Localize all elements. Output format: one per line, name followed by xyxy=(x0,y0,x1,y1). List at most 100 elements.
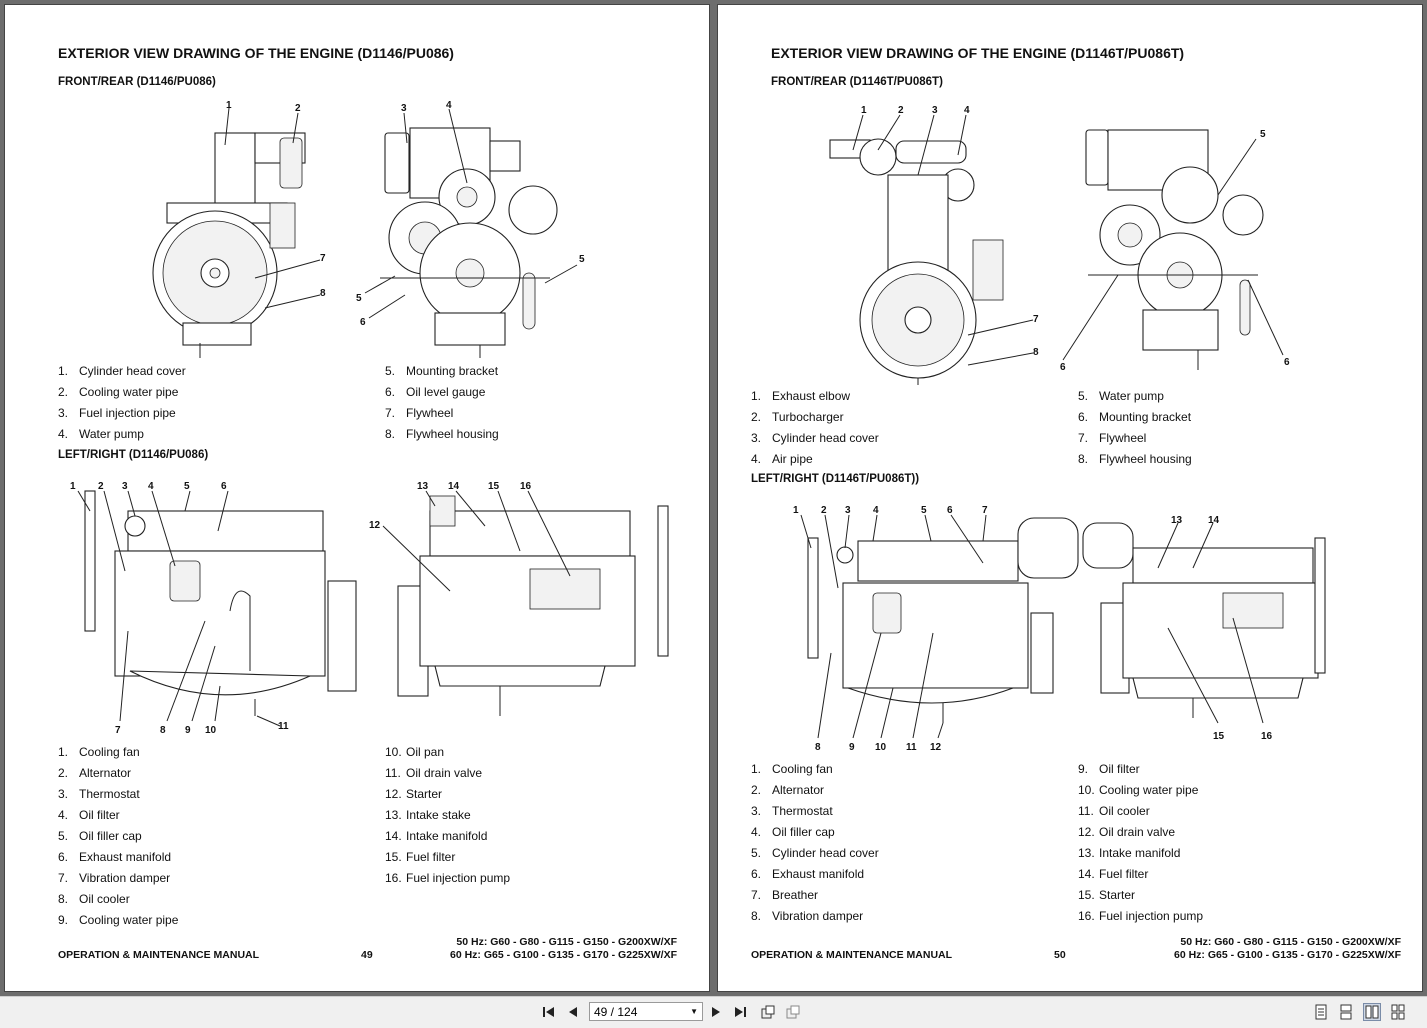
facing-icon[interactable] xyxy=(1363,1003,1381,1021)
legend-number: 16. xyxy=(1078,909,1095,924)
legend-text: Cooling water pipe xyxy=(1099,782,1199,797)
legend-item: 13.Intake stake xyxy=(385,804,510,825)
first-page-icon[interactable] xyxy=(540,1003,558,1021)
legend-number: 8. xyxy=(751,909,762,924)
callout-label: 1 xyxy=(861,105,867,116)
legend-text: Exhaust manifold xyxy=(79,850,172,865)
footer-models: 50 Hz: G60 - G80 - G115 - G150 - G200XW/… xyxy=(1174,936,1401,962)
legend-number: 13. xyxy=(1078,845,1095,860)
page-50: EXTERIOR VIEW DRAWING OF THE ENGINE (D11… xyxy=(717,4,1423,992)
legend-item: 7. Breather xyxy=(751,885,879,906)
legend-item: 15.Fuel filter xyxy=(385,846,510,867)
legend-number: 3. xyxy=(751,803,762,818)
next-page-icon[interactable] xyxy=(707,1003,725,1021)
legend-text: Oil filter xyxy=(79,807,120,822)
legend-item: 3.Thermostat xyxy=(58,783,178,804)
legend-text: Starter xyxy=(1099,888,1136,903)
legend-number: 12. xyxy=(1078,824,1095,839)
legend-text: Cylinder head cover xyxy=(772,845,879,860)
legend-text: Flywheel xyxy=(1099,430,1147,445)
legend-number: 6. xyxy=(751,867,762,882)
callout-label: 4 xyxy=(148,481,154,492)
legend-item: 2.Turbocharger xyxy=(751,406,879,427)
legend-number: 1. xyxy=(751,388,762,403)
models-60hz: 60 Hz: G65 - G100 - G135 - G170 - G225XW… xyxy=(1173,949,1401,961)
legend-item: 6.Exhaust manifold xyxy=(751,863,879,884)
page-input[interactable] xyxy=(590,1003,676,1020)
legend-number: 4. xyxy=(751,824,762,839)
legend-item: 6.Exhaust manifold xyxy=(58,846,178,867)
legend-item: 1.Cooling fan xyxy=(751,758,879,779)
legend-number: 1. xyxy=(58,744,69,759)
legend-text: Breather xyxy=(772,888,819,903)
legend-item: 7. Vibration damper xyxy=(58,868,178,889)
legend-list: 10.Oil pan 11.Oil drain valve 12.Starter… xyxy=(385,741,510,889)
callout-label: 5 xyxy=(184,481,190,492)
page-49: EXTERIOR VIEW DRAWING OF THE ENGINE (D11… xyxy=(4,4,710,992)
legend-item: 8. Vibration damper xyxy=(751,906,879,927)
single-page-icon[interactable] xyxy=(1312,1003,1330,1021)
callout-label: 6 xyxy=(360,317,366,328)
engine-right-view xyxy=(1082,522,1326,718)
continuous-icon[interactable] xyxy=(1337,1003,1355,1021)
legend-text: Thermostat xyxy=(79,786,140,801)
legend-item: 1.Exhaust elbow xyxy=(751,385,879,406)
engine-left-view xyxy=(84,490,357,716)
legend-text: Vibration damper xyxy=(772,909,864,924)
legend-item: 7.Flywheel xyxy=(385,402,499,423)
legend-text: Oil drain valve xyxy=(406,765,483,780)
continuous-facing-icon[interactable] xyxy=(1389,1003,1407,1021)
section-heading-left-right: LEFT/RIGHT (D1146/PU086) xyxy=(58,449,209,461)
last-page-icon[interactable] xyxy=(731,1003,749,1021)
legend-text: Cooling water pipe xyxy=(79,913,179,928)
legend-item: 12.Oil drain valve xyxy=(1078,821,1203,842)
legend-number: 11. xyxy=(385,765,401,780)
callout-label: 10 xyxy=(875,742,887,753)
legend-number: 6. xyxy=(385,384,396,399)
callout-label: 1 xyxy=(793,505,799,516)
legend-number: 5. xyxy=(58,828,69,843)
legend-item: 6.Oil level gauge xyxy=(385,381,499,402)
engine-front-rear-drawing: 1 2 3 4 5 6 6 7 8 xyxy=(818,95,1318,385)
callout-label: 10 xyxy=(205,725,217,733)
rotate-icon[interactable] xyxy=(759,1003,777,1021)
legend-text: Cooling water pipe xyxy=(79,384,179,399)
legend-text: Fuel injection pipe xyxy=(79,405,176,420)
section-heading-left-right: LEFT/RIGHT (D1146T/PU086T)) xyxy=(751,473,920,485)
legend-number: 16. xyxy=(385,871,402,886)
legend-item: 8.Oil cooler xyxy=(58,889,178,910)
legend-item: 4.Oil filter xyxy=(58,804,178,825)
callout-label: 8 xyxy=(1033,347,1039,358)
legend-text: Turbocharger xyxy=(772,409,844,424)
callout-label: 5 xyxy=(1260,129,1266,140)
legend-text: Intake stake xyxy=(406,807,471,822)
legend-text: Water pump xyxy=(1099,388,1164,403)
legend-number: 7. xyxy=(751,888,762,903)
legend-text: Cylinder head cover xyxy=(772,430,879,445)
legend-number: 9. xyxy=(58,913,69,928)
legend-text: Vibration damper xyxy=(79,871,171,886)
callout-label: 5 xyxy=(921,505,927,516)
copy-icon[interactable] xyxy=(784,1003,802,1021)
callout-label: 9 xyxy=(185,725,191,733)
callout-label: 11 xyxy=(906,742,917,753)
chevron-down-icon[interactable]: ▼ xyxy=(690,1007,698,1016)
legend-number: 10. xyxy=(385,744,402,759)
callout-label: 6 xyxy=(947,505,953,516)
legend-text: Alternator xyxy=(772,782,825,797)
models-50hz: 50 Hz: G60 - G80 - G115 - G150 - G200XW/… xyxy=(1180,936,1401,948)
footer-manual-title: OPERATION & MAINTENANCE MANUAL xyxy=(751,949,953,961)
legend-item: 14.Fuel filter xyxy=(1078,863,1203,884)
viewer-toolbar: ▼ xyxy=(0,996,1427,1028)
legend-number: 5. xyxy=(751,845,762,860)
legend-item: 5.Oil filler cap xyxy=(58,825,178,846)
callout-label: 8 xyxy=(160,725,166,733)
engine-left-right-drawing: 1 2 3 4 5 6 7 8 9 10 11 12 13 14 15 16 xyxy=(793,493,1353,753)
callout-label: 11 xyxy=(278,721,289,732)
prev-page-icon[interactable] xyxy=(564,1003,582,1021)
footer-models: 50 Hz: G60 - G80 - G115 - G150 - G200XW/… xyxy=(450,936,677,962)
callout-label: 5 xyxy=(356,293,362,304)
models-60hz: 60 Hz: G65 - G100 - G135 - G170 - G225XW… xyxy=(449,949,677,961)
legend-number: 7. xyxy=(58,871,69,886)
page-number-field[interactable]: ▼ xyxy=(589,1002,703,1021)
